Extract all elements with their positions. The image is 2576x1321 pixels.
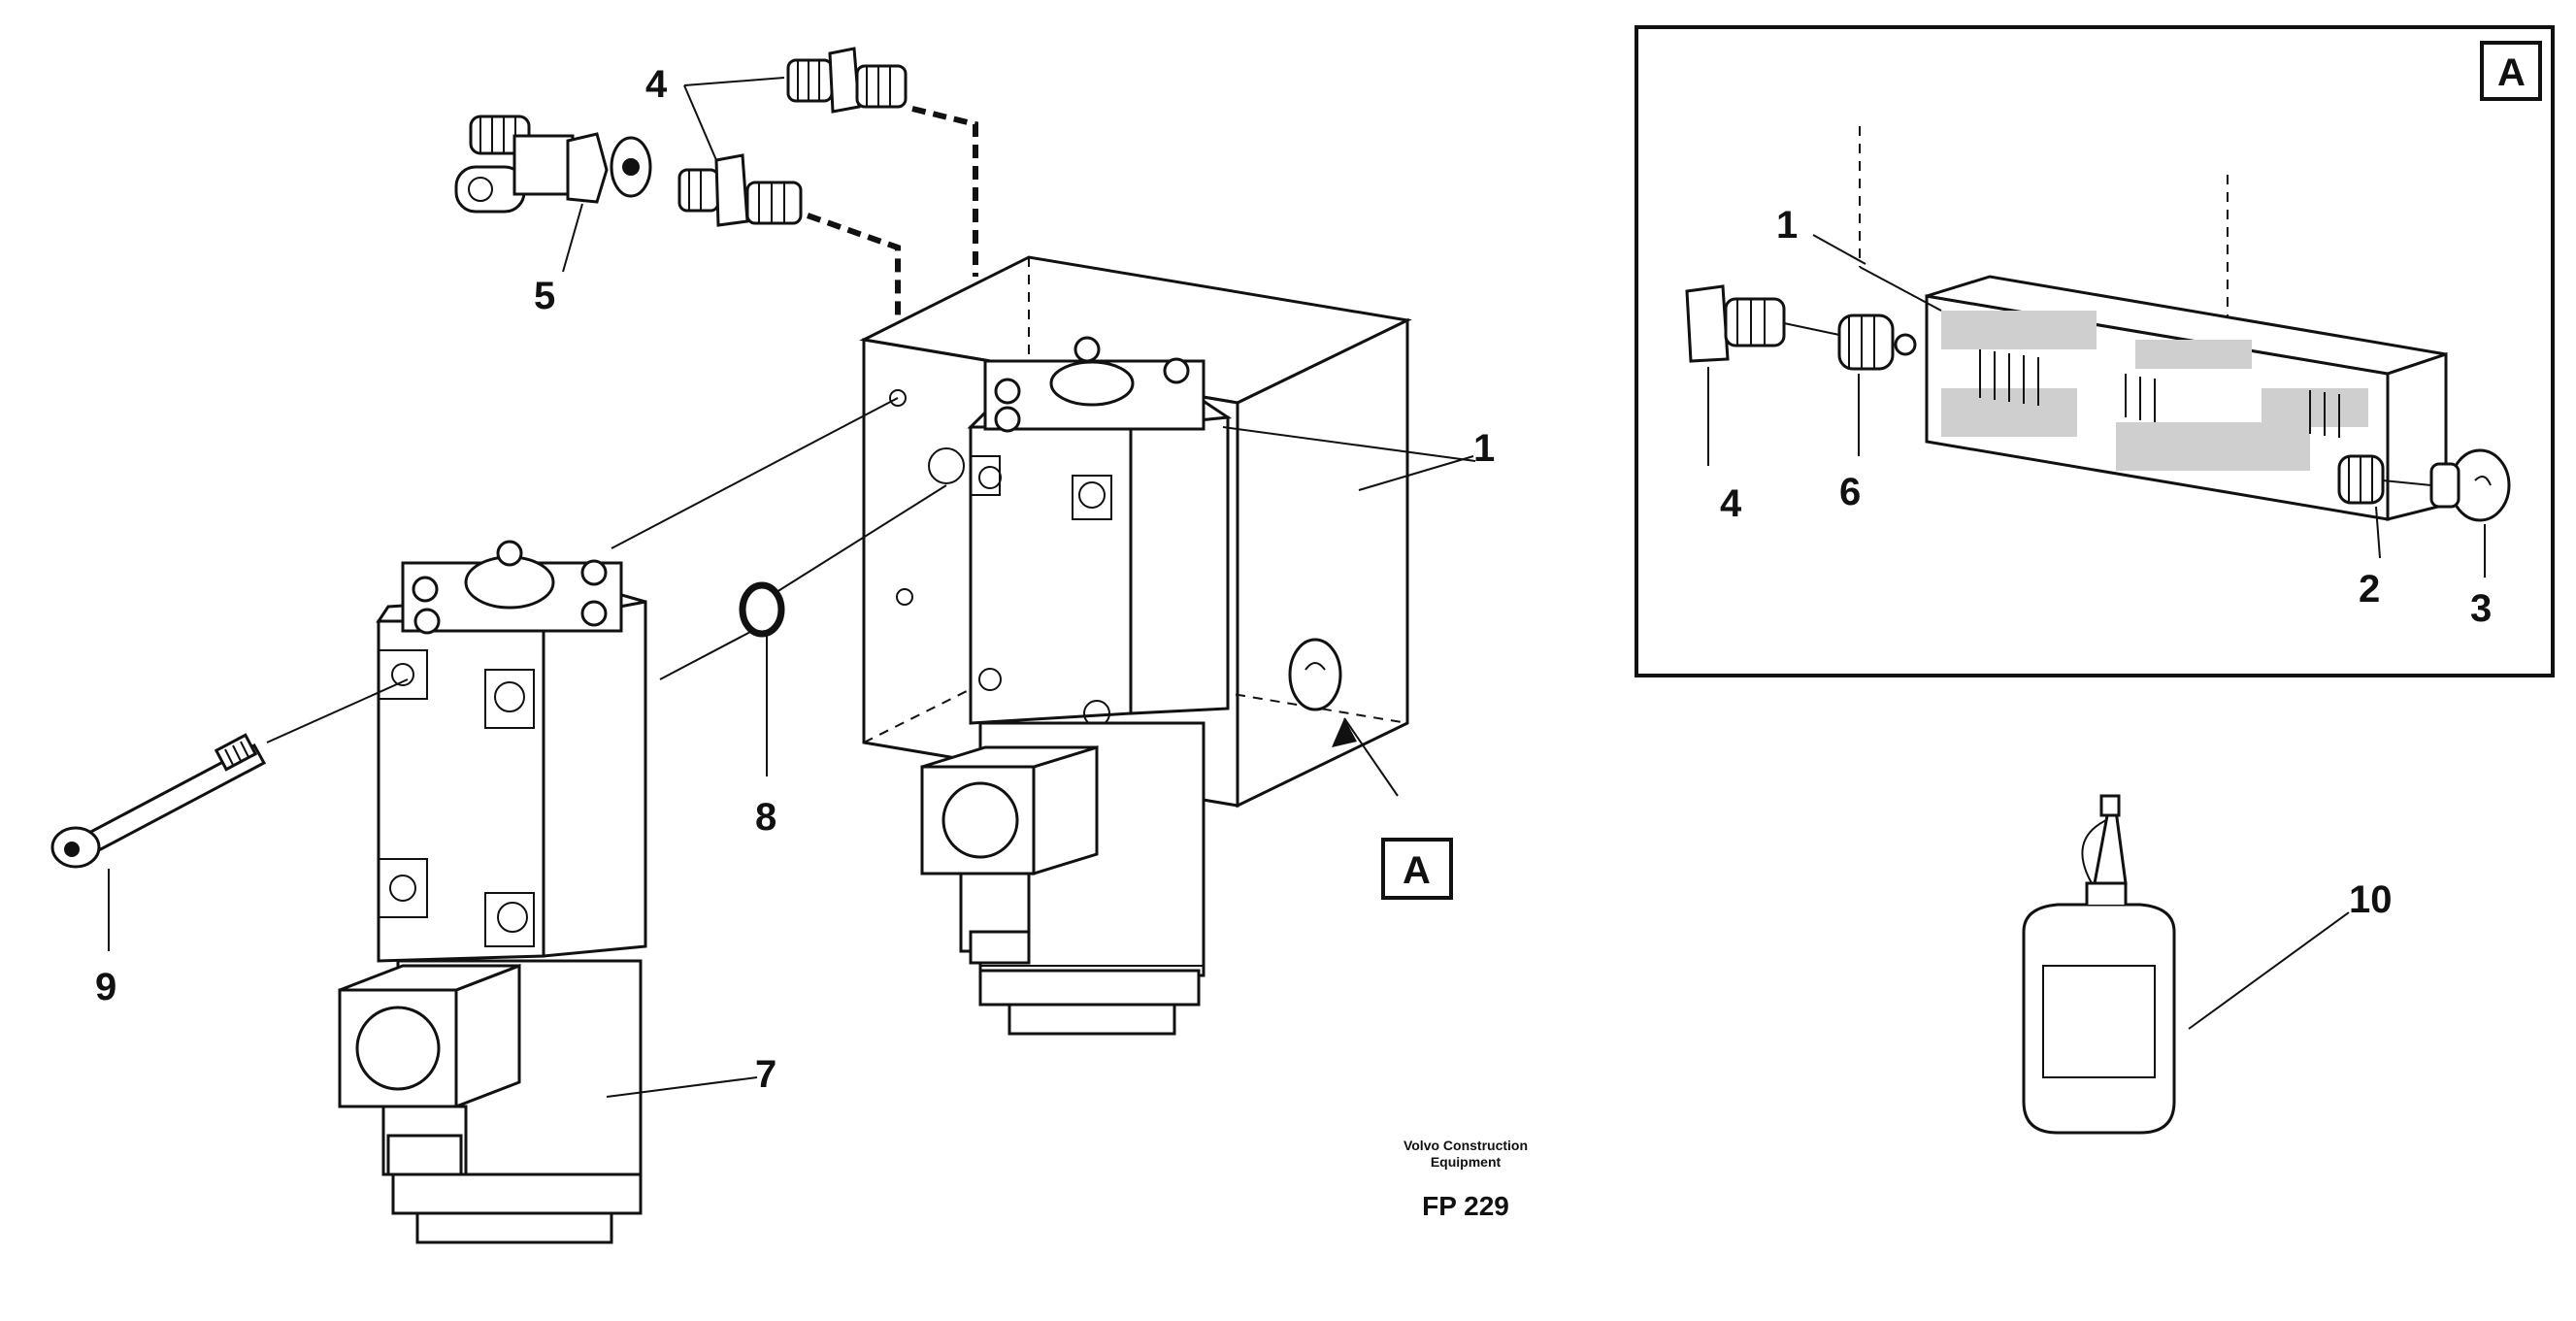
detail-callout-1: 1 (1776, 204, 1798, 247)
tee-fitting (454, 115, 652, 214)
housing-hatch (1941, 311, 2368, 471)
caption-line-1: Volvo Construction (1404, 1138, 1528, 1153)
detail-view-a (1635, 25, 2555, 677)
solenoid-valve (338, 540, 647, 1244)
callout-7: 7 (755, 1053, 776, 1096)
o-ring (739, 581, 785, 638)
callout-10: 10 (2349, 878, 2393, 921)
thread-lock-bottle (2022, 794, 2350, 1135)
detail-callout-3: 3 (2470, 587, 2492, 630)
detail-marker-a: A (1403, 849, 1431, 892)
callout-4: 4 (645, 63, 668, 106)
detail-box-label-a: A (2497, 51, 2526, 94)
callout-9: 9 (95, 966, 116, 1008)
callout-5: 5 (534, 275, 555, 317)
mounted-solenoid-valve (920, 336, 1233, 1036)
caption-line-2: Equipment (1431, 1154, 1502, 1170)
detail-callout-4: 4 (1720, 482, 1742, 525)
fitting-upper (786, 47, 908, 114)
figure-code: FP 229 (1422, 1191, 1509, 1221)
bolt (50, 733, 267, 869)
detail-callout-2: 2 (2359, 568, 2380, 611)
detail-callout-6: 6 (1839, 471, 1861, 513)
callout-1: 1 (1473, 427, 1495, 470)
fitting-lower (677, 153, 803, 227)
housing-threads (1979, 349, 2340, 438)
callout-8: 8 (755, 796, 776, 839)
